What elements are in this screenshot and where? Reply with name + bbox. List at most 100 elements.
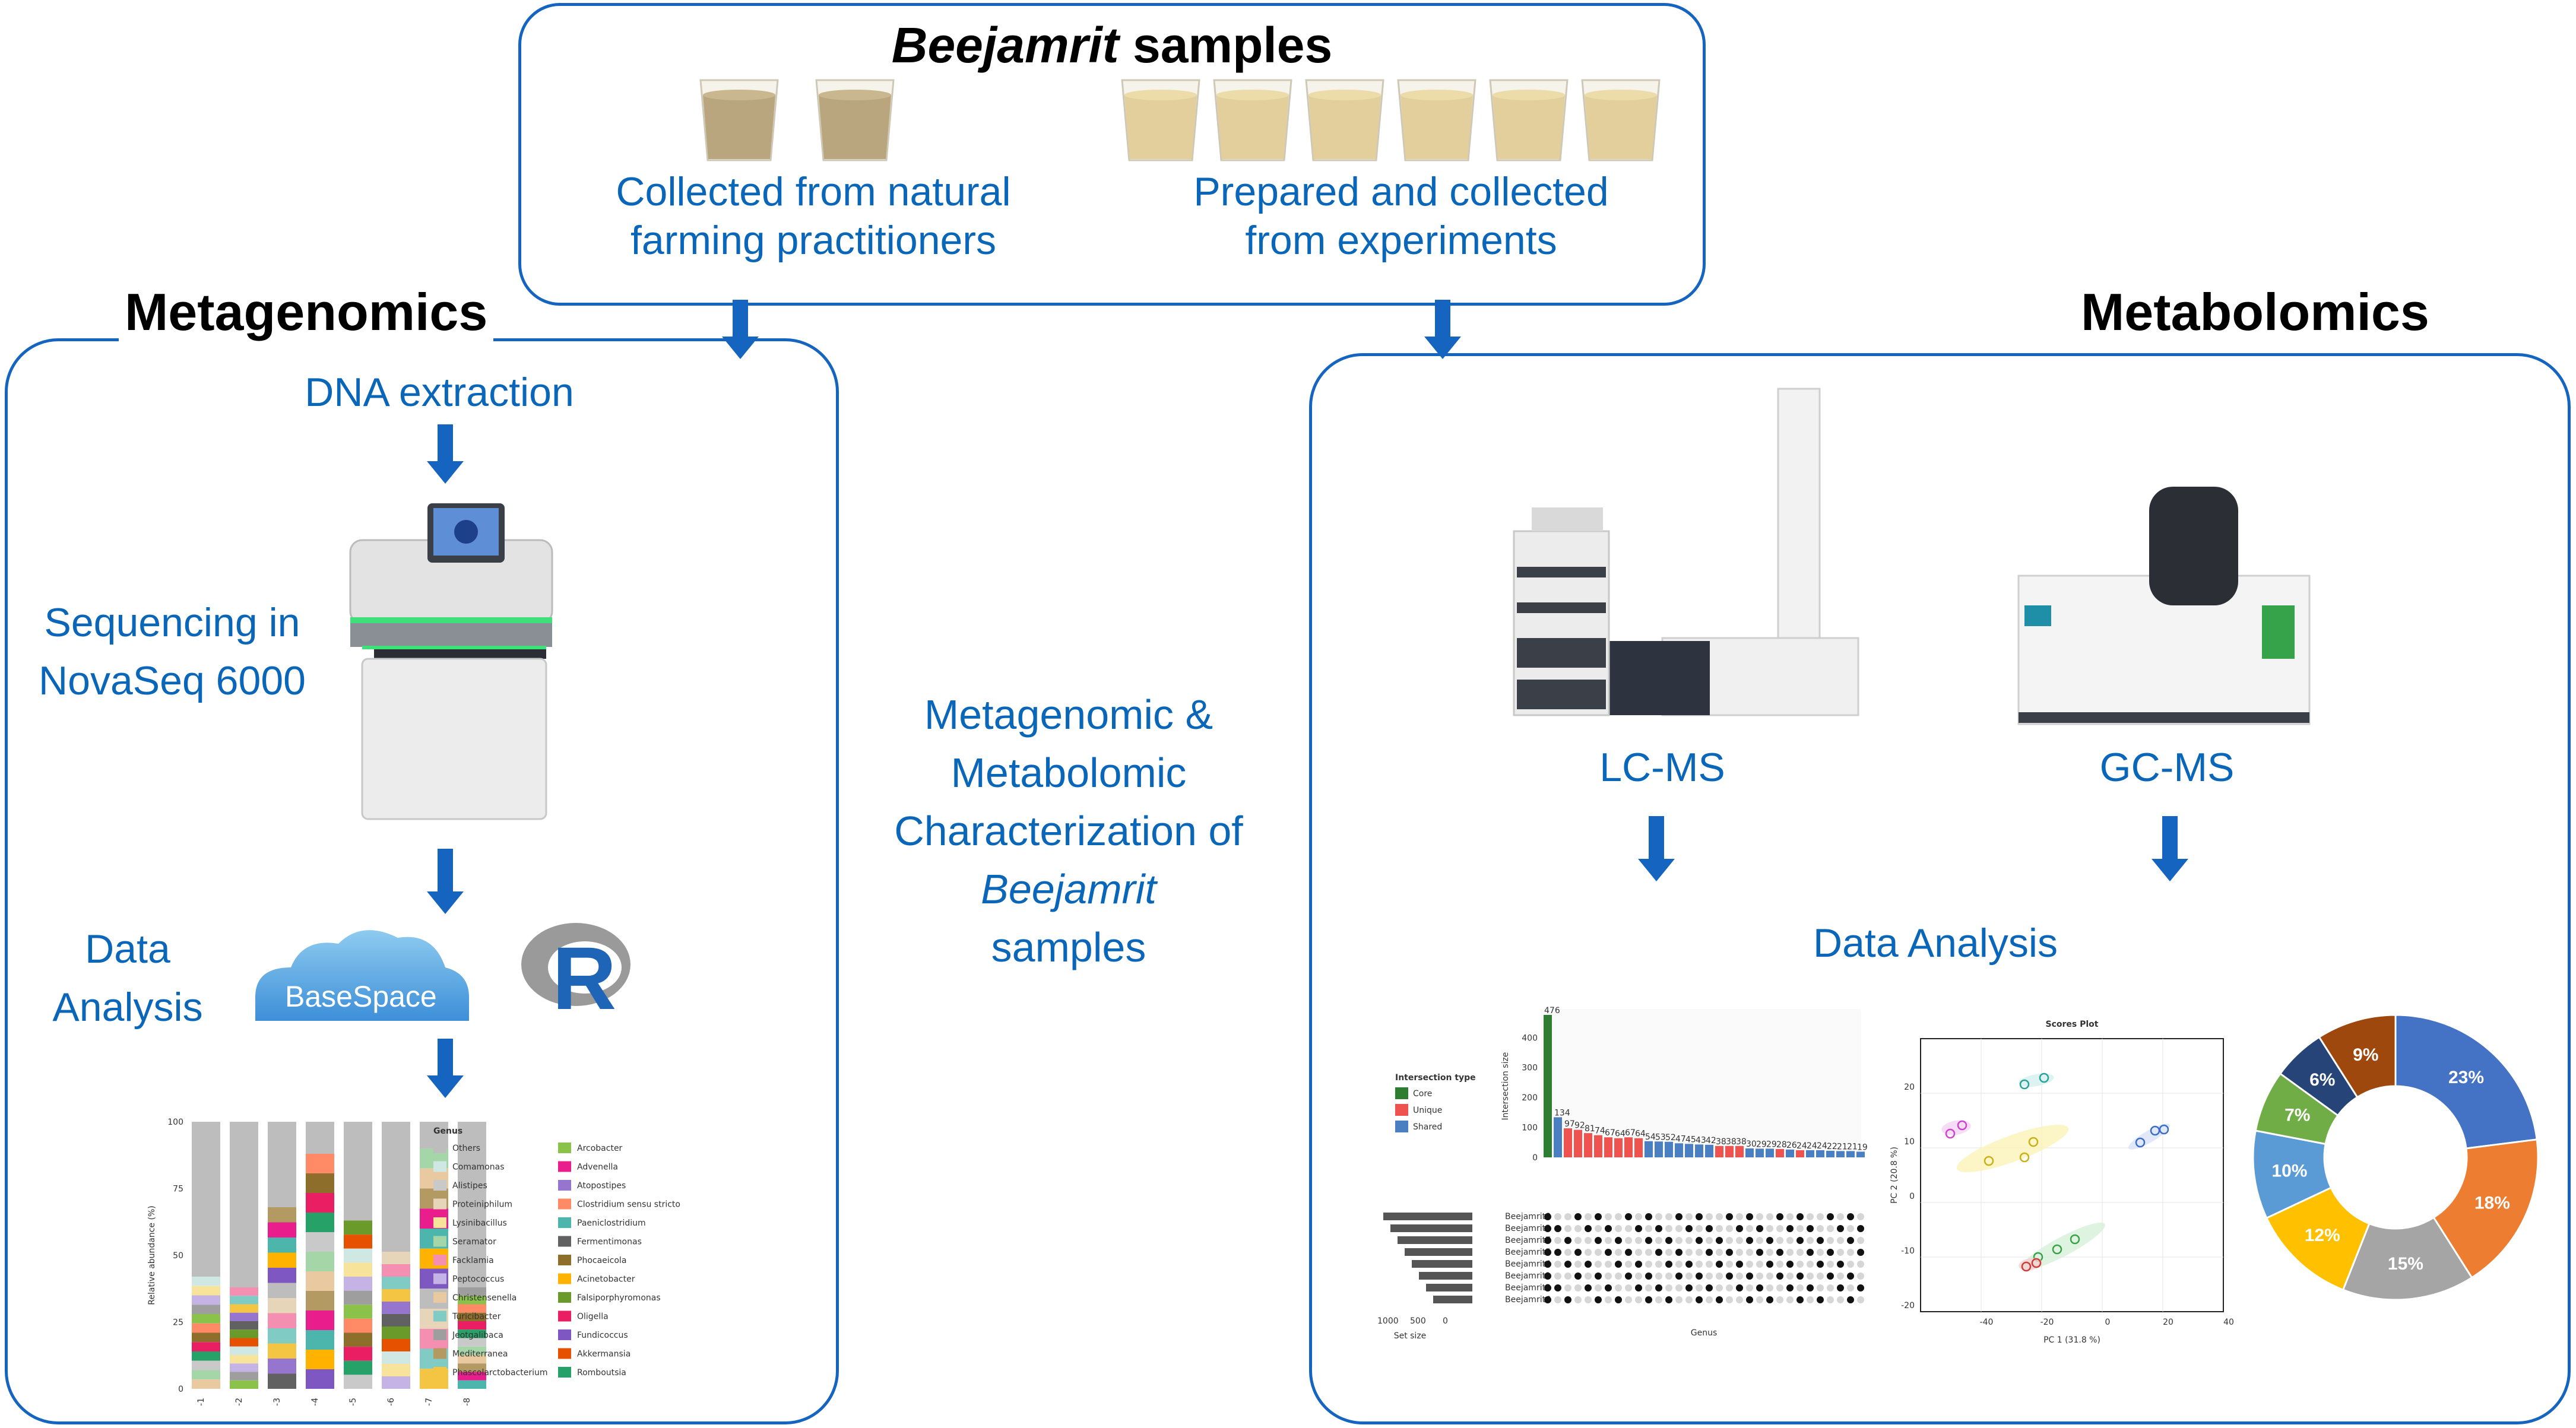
- upset-bar: [1826, 1150, 1834, 1157]
- matrix-dot: [1736, 1296, 1743, 1303]
- legend-genus: Turicibacter: [452, 1312, 501, 1322]
- legend-genus: Proteiniphilum: [452, 1200, 512, 1210]
- arrow-down-icon: [427, 1039, 464, 1098]
- matrix-dot: [1706, 1237, 1713, 1244]
- matrix-dot: [1595, 1296, 1602, 1303]
- barplot-ytick: 25: [173, 1318, 183, 1328]
- upset-bar: [1856, 1151, 1865, 1157]
- bar-segment: [306, 1291, 334, 1310]
- upset-bar: [1574, 1129, 1582, 1157]
- barplot-ytick: 0: [178, 1385, 183, 1394]
- legend-swatch: [558, 1273, 571, 1284]
- bar-segment: [268, 1222, 296, 1237]
- matrix-dot: [1625, 1237, 1632, 1244]
- legend-swatch: [558, 1292, 571, 1303]
- matrix-dot: [1645, 1213, 1652, 1220]
- arrow-down-icon: [1638, 816, 1675, 881]
- upset-ytick: 100: [1522, 1124, 1538, 1133]
- upset-bar: [1614, 1138, 1623, 1157]
- upset-bar-label: 38: [1736, 1137, 1747, 1147]
- donut-slice: [2265, 1186, 2371, 1291]
- legend-genus: Clostridium sensu stricto: [577, 1200, 680, 1210]
- upset-bar-label: 38: [1726, 1137, 1737, 1147]
- set-name: Beejamrit3: [1505, 1224, 1551, 1233]
- matrix-dot: [1847, 1237, 1854, 1244]
- matrix-dot: [1817, 1213, 1824, 1220]
- legend-swatch: [433, 1161, 446, 1172]
- matrix-dot: [1807, 1249, 1814, 1256]
- upset-bar: [1836, 1151, 1845, 1157]
- matrix-dot: [1786, 1237, 1794, 1244]
- cup-liquid: [1493, 95, 1565, 159]
- matrix-dot: [1615, 1284, 1622, 1291]
- set-size-bar: [1419, 1272, 1472, 1280]
- matrix-dot: [1595, 1284, 1602, 1291]
- matrix-dot: [1776, 1213, 1783, 1220]
- legend-swatch: [433, 1236, 446, 1247]
- pca-point: [2019, 1152, 2030, 1163]
- legend-genus: Arcobacter: [577, 1144, 623, 1153]
- matrix-dot: [1554, 1225, 1561, 1232]
- metabolomics-heading: Metabolomics: [2072, 282, 2438, 342]
- bar-segment: [458, 1355, 486, 1364]
- bar-segment: [192, 1305, 220, 1314]
- matrix-dot: [1837, 1249, 1844, 1256]
- matrix-dot: [1665, 1284, 1672, 1291]
- matrix-dot: [1595, 1225, 1602, 1232]
- matrix-dot: [1574, 1237, 1582, 1244]
- bar-segment: [192, 1286, 220, 1296]
- upset-bar-label: 476: [1544, 1006, 1560, 1016]
- arrow-down-icon: [427, 424, 464, 484]
- legend-genus: Oligella: [577, 1312, 609, 1322]
- upset-bar: [1756, 1148, 1764, 1157]
- matrix-dot: [1605, 1272, 1612, 1280]
- upset-ytick: 400: [1522, 1033, 1538, 1043]
- matrix-dot: [1675, 1272, 1683, 1280]
- pca-point: [2019, 1079, 2030, 1090]
- bar-segment: [382, 1252, 410, 1264]
- matrix-dot: [1554, 1249, 1561, 1256]
- upset-bar: [1816, 1150, 1824, 1157]
- matrix-dot: [1645, 1249, 1652, 1256]
- matrix-dot: [1544, 1213, 1551, 1220]
- bar-segment-others: [230, 1122, 258, 1287]
- matrix-dot: [1696, 1237, 1703, 1244]
- arrow-down-icon: [2152, 816, 2188, 881]
- matrix-dot: [1776, 1261, 1783, 1268]
- legend-genus: Akkermansia: [577, 1350, 630, 1359]
- upset-bar-label: 26: [1786, 1141, 1797, 1150]
- matrix-dot: [1837, 1284, 1844, 1291]
- upset-legend-swatch: [1395, 1087, 1408, 1099]
- matrix-dot: [1726, 1225, 1733, 1232]
- matrix-dot: [1736, 1237, 1743, 1244]
- legend-swatch: [558, 1348, 571, 1359]
- bar-segment: [306, 1330, 334, 1350]
- matrix-dot: [1635, 1272, 1642, 1280]
- legend-genus: Fermentimonas: [577, 1237, 642, 1247]
- matrix-dot: [1564, 1225, 1571, 1232]
- bar-segment: [306, 1193, 334, 1213]
- cup-liquid: [819, 95, 891, 159]
- bar-segment: [192, 1379, 220, 1389]
- upset-bar: [1766, 1148, 1774, 1157]
- upset-bar: [1786, 1149, 1794, 1157]
- upset-bar: [1695, 1144, 1703, 1157]
- upset-bar: [1554, 1117, 1562, 1157]
- matrix-dot: [1857, 1237, 1864, 1244]
- matrix-dot: [1857, 1272, 1864, 1280]
- bar-segment: [230, 1312, 258, 1321]
- matrix-dot: [1716, 1237, 1723, 1244]
- matrix-dot: [1585, 1249, 1592, 1256]
- matrix-dot: [1635, 1237, 1642, 1244]
- lcms-label: LC-MS: [1599, 745, 1725, 790]
- legend-genus: Falsiporphyromonas: [577, 1293, 661, 1303]
- matrix-dot: [1766, 1237, 1773, 1244]
- bar-segment: [268, 1343, 296, 1359]
- matrix-dot: [1625, 1225, 1632, 1232]
- matrix-dot: [1706, 1296, 1713, 1303]
- sequencing-label: Sequencing in NovaSeq 6000: [39, 600, 306, 703]
- matrix-dot: [1706, 1249, 1713, 1256]
- matrix-dot: [1766, 1249, 1773, 1256]
- upset-xlabel: Genus: [1691, 1328, 1718, 1338]
- matrix-dot: [1786, 1213, 1794, 1220]
